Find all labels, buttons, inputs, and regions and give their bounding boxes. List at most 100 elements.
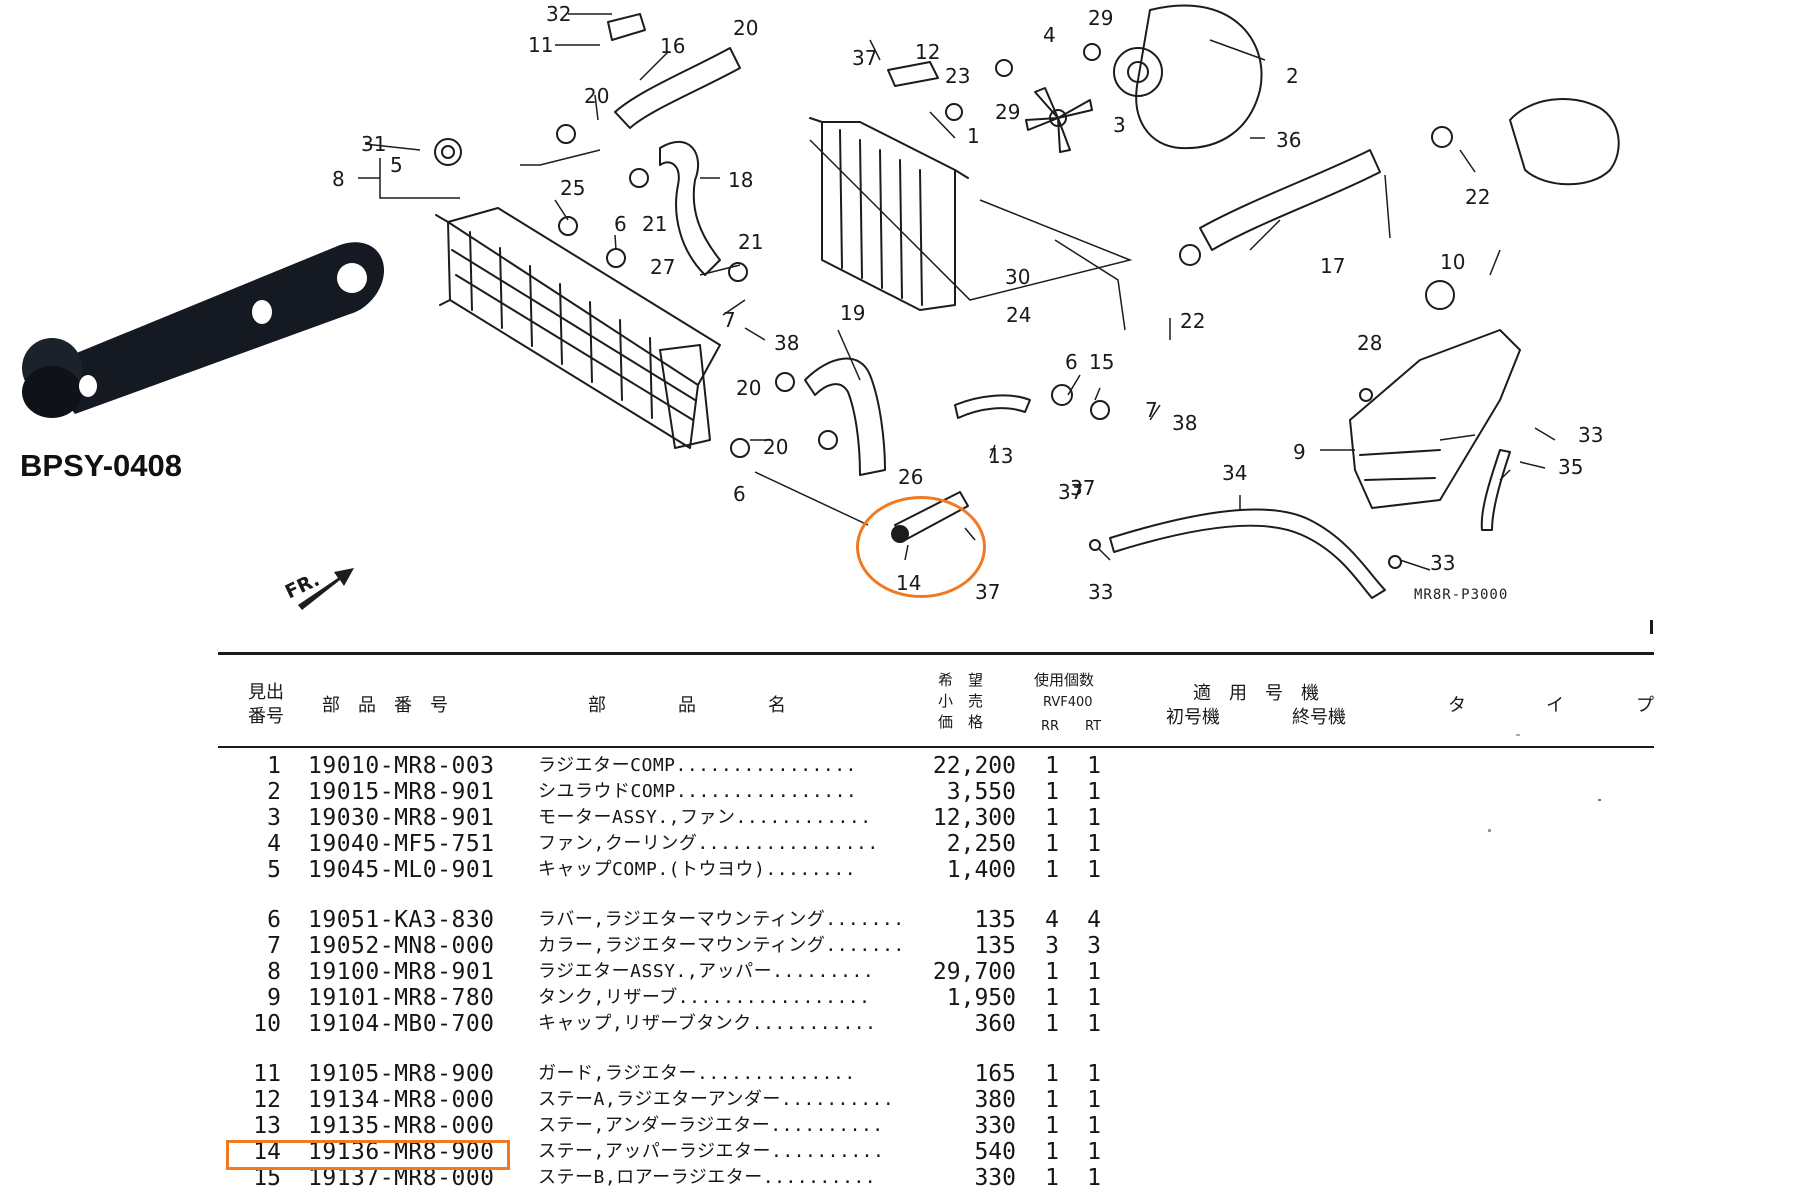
table-row: 6 19051-KA3-830 ラバー,ラジエターマウンティング....... 135… bbox=[0, 907, 1800, 933]
cell-part-name: モーターASSY.,ファン............ bbox=[538, 807, 872, 829]
callout-number: 4 bbox=[1043, 23, 1056, 47]
callout-number: 38 bbox=[774, 331, 800, 355]
callout-number: 34 bbox=[1222, 461, 1248, 485]
fan-shroud bbox=[1135, 4, 1263, 150]
cell-qty-rr: 1 bbox=[1045, 985, 1059, 1012]
callout-number: 23 bbox=[945, 64, 971, 88]
cell-qty-rt: 1 bbox=[1087, 1087, 1101, 1114]
cell-part-number: 19100-MR8-901 bbox=[308, 959, 495, 986]
callout-number: 29 bbox=[995, 100, 1021, 124]
part-caption: BPSY-0408 bbox=[20, 448, 182, 483]
scan-speck bbox=[1598, 799, 1601, 801]
callout-number: 37 bbox=[1070, 476, 1096, 500]
cell-price: 135 bbox=[974, 907, 1016, 933]
callout-number: 20 bbox=[584, 84, 610, 108]
cell-price: 3,550 bbox=[946, 779, 1016, 806]
header-type-2: イ bbox=[1546, 695, 1564, 716]
highlight-row-14 bbox=[226, 1140, 510, 1170]
callout-number: 33 bbox=[1088, 580, 1114, 604]
cell-qty-rr: 1 bbox=[1045, 1165, 1059, 1192]
cell-qty-rt: 1 bbox=[1087, 1139, 1101, 1166]
reserve-tank-cap bbox=[1425, 280, 1455, 310]
cell-qty-rr: 1 bbox=[1045, 753, 1059, 779]
callout-number: 21 bbox=[738, 230, 764, 254]
hose-35 bbox=[1480, 449, 1511, 531]
callout-number: 8 bbox=[332, 167, 345, 191]
cell-qty-rt: 1 bbox=[1087, 857, 1101, 884]
callout-number: 17 bbox=[1320, 254, 1346, 278]
header-price: 希 望 小 売 価 格 bbox=[938, 671, 984, 731]
cell-part-number: 19010-MR8-003 bbox=[308, 753, 495, 779]
cell-qty-rt: 1 bbox=[1087, 1011, 1101, 1038]
callout-number: 38 bbox=[1172, 411, 1198, 435]
cell-qty-rt: 4 bbox=[1087, 907, 1101, 933]
callout-number: 6 bbox=[733, 482, 746, 506]
cell-ref-no: 4 bbox=[267, 831, 281, 858]
cell-part-name: ラバー,ラジエターマウンティング....... bbox=[538, 909, 905, 930]
cell-ref-no: 6 bbox=[267, 907, 281, 933]
cell-ref-no: 10 bbox=[253, 1011, 281, 1038]
cell-part-number: 19104-MB0-700 bbox=[308, 1011, 495, 1038]
cell-qty-rt: 1 bbox=[1087, 831, 1101, 858]
cell-qty-rr: 1 bbox=[1045, 1139, 1059, 1166]
reserve-tank bbox=[1349, 329, 1521, 509]
diagram-code: MR8R-P3000 bbox=[1414, 587, 1509, 603]
highlight-circle-part-14 bbox=[856, 496, 986, 598]
hose-34 bbox=[1109, 508, 1386, 599]
callout-number: 15 bbox=[1089, 350, 1115, 374]
cell-part-name: キャップ,リザーブタンク........... bbox=[538, 1013, 877, 1035]
header-type-3: プ bbox=[1636, 695, 1654, 716]
callout-number: 30 bbox=[1005, 265, 1031, 289]
cell-qty-rt: 1 bbox=[1087, 985, 1101, 1012]
scan-speck bbox=[1488, 829, 1491, 832]
callout-number: 36 bbox=[1276, 128, 1302, 152]
callout-number: 33 bbox=[1430, 551, 1456, 575]
cell-part-name: ラジエターCOMP................ bbox=[538, 755, 857, 776]
cell-qty-rr: 1 bbox=[1045, 1113, 1059, 1140]
cell-qty-rr: 1 bbox=[1045, 959, 1059, 986]
cell-ref-no: 12 bbox=[253, 1087, 281, 1114]
cell-part-number: 19015-MR8-901 bbox=[308, 779, 495, 806]
cell-part-number: 19051-KA3-830 bbox=[308, 907, 495, 933]
callout-number: 18 bbox=[728, 168, 754, 192]
callout-number: 22 bbox=[1180, 309, 1206, 333]
cell-ref-no: 13 bbox=[253, 1113, 281, 1140]
thermostat-housing bbox=[1509, 97, 1620, 186]
callout-number: 37 bbox=[1058, 480, 1084, 504]
cell-qty-rt: 1 bbox=[1087, 753, 1101, 779]
cell-price: 330 bbox=[974, 1165, 1016, 1192]
cell-part-number: 19030-MR8-901 bbox=[308, 805, 495, 832]
callout-number: 5 bbox=[390, 153, 403, 177]
cell-price: 1,950 bbox=[946, 985, 1016, 1012]
header-part-name: 部 品 名 bbox=[588, 695, 786, 716]
callout-number: 16 bbox=[660, 34, 686, 58]
cell-qty-rr: 1 bbox=[1045, 805, 1059, 832]
cell-part-name: タンク,リザーブ................. bbox=[538, 987, 871, 1009]
table-row: 1 19010-MR8-003 ラジエターCOMP................ 2… bbox=[0, 753, 1800, 779]
header-first-unit: 初号機 bbox=[1166, 707, 1220, 728]
callout-number: 2 bbox=[1286, 64, 1299, 88]
cell-ref-no: 8 bbox=[267, 959, 281, 986]
cell-ref-no: 2 bbox=[267, 779, 281, 806]
callout-number: 20 bbox=[736, 376, 762, 400]
cell-part-name: ファン,クーリング................ bbox=[538, 833, 879, 855]
cell-qty-rr: 3 bbox=[1045, 933, 1059, 960]
cell-qty-rt: 1 bbox=[1087, 779, 1101, 806]
cell-part-number: 19134-MR8-000 bbox=[308, 1087, 495, 1114]
cell-qty-rt: 3 bbox=[1087, 933, 1101, 960]
lower-radiator-core bbox=[435, 207, 721, 449]
callout-number: 6 bbox=[1065, 350, 1078, 374]
callout-number: 11 bbox=[528, 33, 554, 57]
cell-qty-rt: 1 bbox=[1087, 1113, 1101, 1140]
cell-price: 22,200 bbox=[932, 753, 1016, 779]
